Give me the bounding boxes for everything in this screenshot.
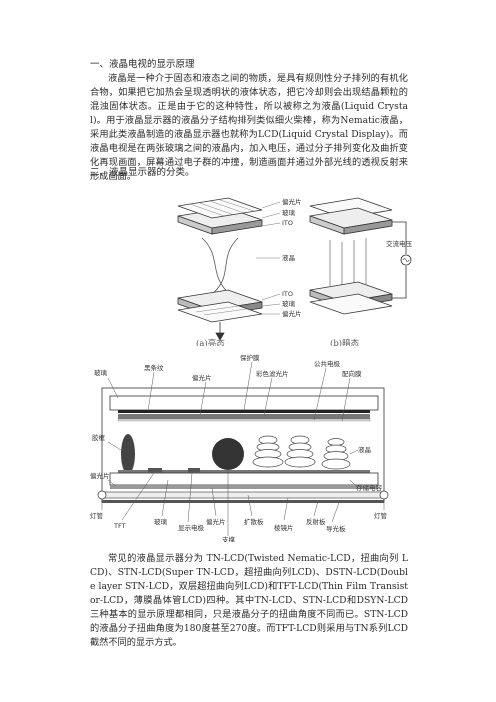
label-tft: TFT xyxy=(113,522,126,530)
lcd-state-diagram: 偏光片 玻璃 ITO 液晶 ITO 玻璃 偏光片 交流电压 (a)亮态 (b xyxy=(177,197,413,346)
label-alignment-film: 配向膜 xyxy=(342,369,362,378)
label-ac-voltage: 交流电压 xyxy=(386,239,413,248)
label-polarizer-top: 偏光片 xyxy=(282,197,302,206)
label-storage-capacitor: 存储电容 xyxy=(356,483,383,492)
label-sealant: 胶框 xyxy=(92,433,106,442)
section1-heading: 一、液晶电视的显示原理 xyxy=(90,59,195,70)
label-diffuser: 扩散板 xyxy=(244,517,264,526)
label-polarizer-bottom: 偏光片 xyxy=(282,309,302,318)
label-reflector: 反射板 xyxy=(306,517,326,526)
label-spacer: 支撑 xyxy=(222,535,236,542)
section2-heading: 二、液晶显示器的分类。 xyxy=(90,167,195,178)
label-lamp-left: 灯管 xyxy=(90,511,104,520)
label-protective-film: 保护膜 xyxy=(240,353,260,362)
label-glass-bottom: 玻璃 xyxy=(282,299,296,308)
label-liquid-crystal: 液晶 xyxy=(282,253,295,262)
label-common-electrode: 公共电极 xyxy=(314,359,341,368)
label-display-electrode: 显示电极 xyxy=(178,523,205,532)
label-prism: 棱镜片 xyxy=(274,523,294,532)
label-black-matrix: 黑条纹 xyxy=(144,363,164,372)
label-ito-bottom: ITO xyxy=(282,290,293,298)
section3-paragraph: 常见的液晶显示器分为 TN-LCD(Twisted Nematic-LCD，扭曲… xyxy=(90,553,408,648)
label-polarizer-left: 偏光片 xyxy=(90,471,110,480)
label-liquid-crystal: 液晶 xyxy=(358,445,371,454)
caption-bright-state: (a)亮态 xyxy=(196,338,225,346)
label-lamp-right: 灯管 xyxy=(374,511,388,520)
tft-lcd-structure-diagram: 玻璃 黑条纹 偏光片 保护膜 彩色滤光片 公共电极 配向膜 胶框 液晶 偏光片 … xyxy=(90,353,389,542)
label-glass: 玻璃 xyxy=(94,368,108,377)
section1-paragraph: 液晶是一种介于固态和液态之间的物质，是具有规则性分子排列的有机化合物，如果把它加… xyxy=(90,73,408,182)
label-polarizer-bottom: 偏光片 xyxy=(206,517,226,526)
caption-dark-state: (b)暗态 xyxy=(330,338,360,346)
label-ito-top: ITO xyxy=(282,219,293,227)
label-color-filter: 彩色滤光片 xyxy=(256,369,289,378)
label-glass-bottom: 玻璃 xyxy=(154,517,168,526)
label-light-guide: 导光板 xyxy=(326,524,346,533)
label-glass-top: 玻璃 xyxy=(282,208,296,217)
label-polarizer-top: 偏光片 xyxy=(192,373,212,382)
